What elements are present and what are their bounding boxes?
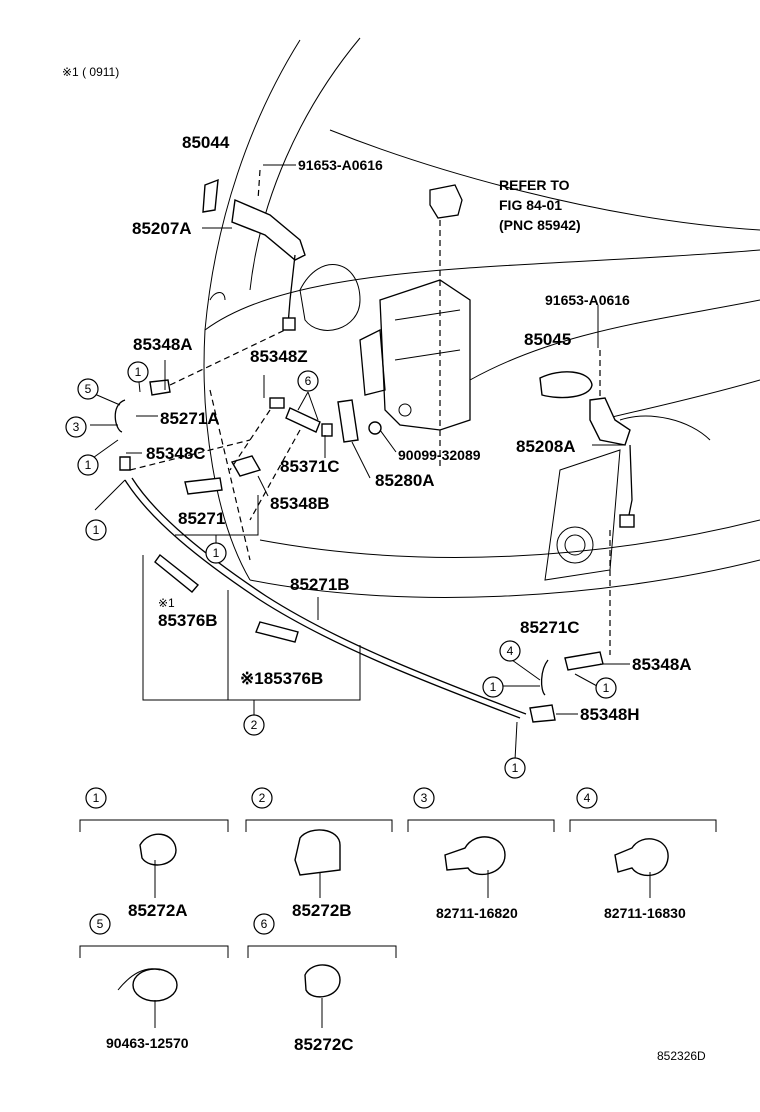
svg-text:6: 6: [261, 917, 268, 931]
label-85376b-note: ※1: [158, 596, 175, 610]
label-85280a: 85280A: [375, 471, 435, 490]
dashed-leaders: [129, 169, 611, 655]
svg-text:1: 1: [512, 761, 519, 775]
washer-tank: [359, 184, 471, 431]
svg-text:4: 4: [584, 791, 591, 805]
svg-text:1: 1: [213, 546, 220, 560]
label-85044: 85044: [182, 133, 230, 152]
svg-text:3: 3: [73, 420, 80, 434]
center-fittings: [119, 379, 382, 495]
label-85271a: 85271A: [160, 409, 220, 428]
label-90099-32089: 90099-32089: [398, 447, 481, 463]
svg-text:1: 1: [490, 680, 497, 694]
vehicle-body-outline: [203, 37, 760, 598]
legend-part-85272a: 85272A: [128, 901, 188, 920]
clamp-85272a-icon: [139, 833, 177, 866]
svg-text:5: 5: [85, 382, 92, 396]
legend-part-90463-12570: 90463-12570: [106, 1035, 189, 1051]
callout-circles: 1 5 3 1 6 1 1 2 4 1 1 1: [65, 361, 617, 779]
label-85348b: 85348B: [270, 494, 330, 513]
leader-lines: [89, 164, 630, 761]
legend-item-4: 4 82711-16830: [569, 787, 717, 921]
svg-text:3: 3: [421, 791, 428, 805]
clamp-85272c-icon: [304, 964, 341, 998]
label-85348h: 85348H: [580, 705, 640, 724]
label-85348a-left: 85348A: [133, 335, 193, 354]
svg-text:1: 1: [603, 681, 610, 695]
svg-text:2: 2: [251, 718, 258, 732]
label-91653-a0616-top: 91653-A0616: [298, 157, 383, 173]
left-headlamp-washer: [202, 178, 306, 331]
drawing-code: 852326D: [657, 1049, 706, 1063]
legend-item-5: 5 90463-12570: [79, 913, 229, 1051]
legend-part-85272c: 85272C: [294, 1035, 354, 1054]
svg-text:2: 2: [259, 791, 266, 805]
label-85348z: 85348Z: [250, 347, 308, 366]
svg-text:4: 4: [507, 644, 514, 658]
label-85376b-1: 85376B: [158, 611, 218, 630]
label-91653-a0616-right: 91653-A0616: [545, 292, 630, 308]
legend-part-82711-16820: 82711-16820: [436, 905, 518, 921]
svg-text:1: 1: [93, 523, 100, 537]
label-85271b: 85271B: [290, 575, 350, 594]
applicability-note: ※1 ( 0911): [62, 65, 119, 79]
legend-part-82711-16830: 82711-16830: [604, 905, 686, 921]
main-washer-hose: [114, 399, 604, 723]
legend-item-6: 6 85272C: [247, 913, 397, 1054]
legend-item-2: 2 85272B: [245, 787, 393, 920]
label-85271: 85271: [178, 509, 225, 528]
label-85271c: 85271C: [520, 618, 580, 637]
label-85376b-2: ※185376B: [240, 669, 323, 688]
refer-line-1: REFER TO: [499, 177, 570, 193]
right-headlamp-washer: [539, 371, 635, 528]
refer-line-2: FIG 84-01: [499, 197, 562, 213]
clamp-90463-12570-icon: [132, 968, 178, 1002]
part-labels: 85044 91653-A0616 85207A REFER TO FIG 84…: [132, 133, 692, 724]
svg-text:6: 6: [305, 374, 312, 388]
label-85348a-right: 85348A: [632, 655, 692, 674]
clamp-85272b-icon: [294, 829, 341, 876]
legend-part-85272b: 85272B: [292, 901, 352, 920]
label-85371c: 85371C: [280, 457, 340, 476]
svg-text:1: 1: [85, 458, 92, 472]
svg-text:1: 1: [93, 791, 100, 805]
label-85348c: 85348C: [146, 444, 206, 463]
legend-item-3: 3 82711-16820: [407, 787, 555, 921]
refer-line-3: (PNC 85942): [499, 217, 581, 233]
clamp-82711-16830-icon: [614, 838, 669, 877]
clamp-82711-16820-icon: [444, 836, 506, 876]
svg-text:1: 1: [135, 365, 142, 379]
legend-item-1: 1 85272A: [79, 787, 229, 920]
label-85208a: 85208A: [516, 437, 576, 456]
label-85207a: 85207A: [132, 219, 192, 238]
svg-text:5: 5: [97, 917, 104, 931]
clamp-legend: 1 85272A 2 85272B 3 82711-16820 4 82711-…: [79, 787, 717, 1054]
label-85045: 85045: [524, 330, 571, 349]
